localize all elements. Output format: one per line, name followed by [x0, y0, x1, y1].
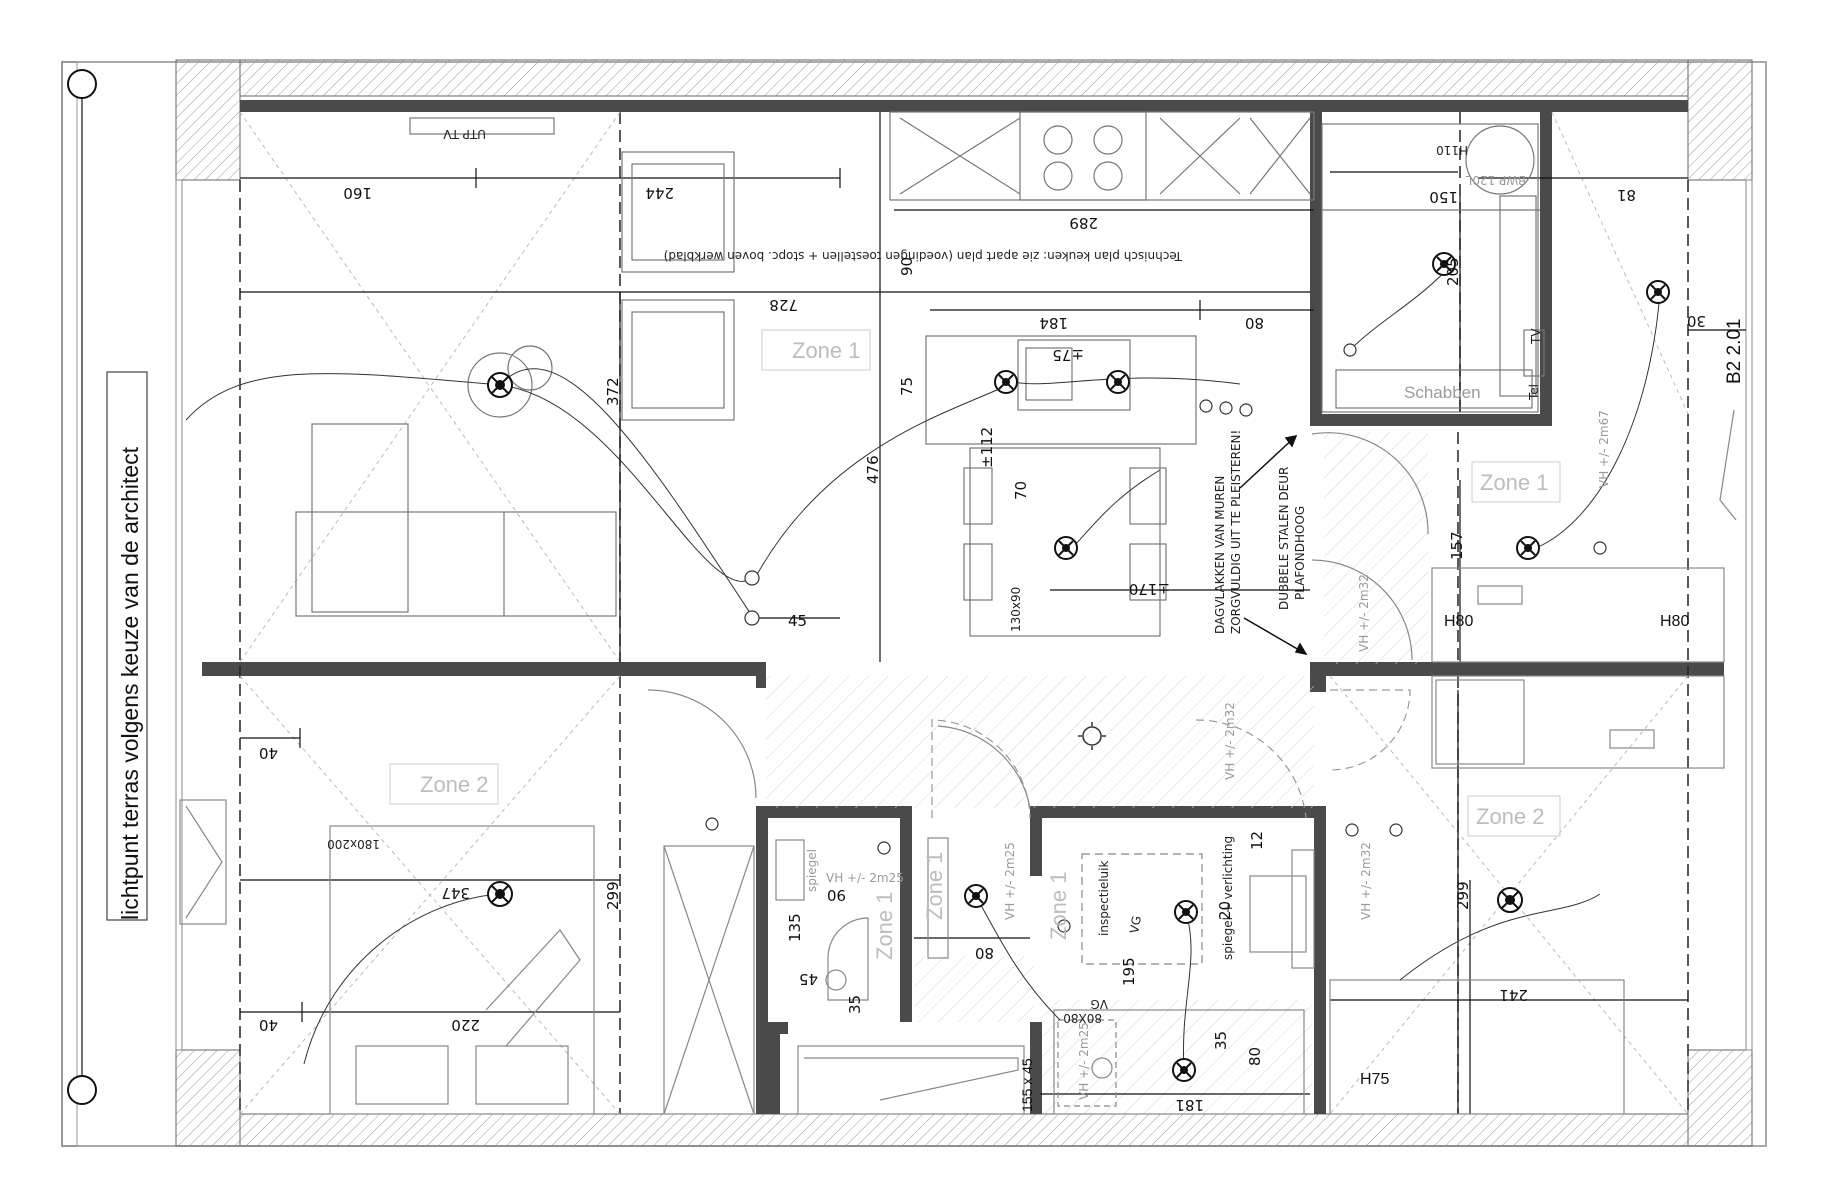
grid-marker-top — [67, 69, 97, 99]
boiler-label: BWP 120L — [1465, 173, 1526, 187]
dim-75: 75 — [898, 377, 916, 396]
dim-90b: 90 — [827, 886, 846, 904]
utp-label: UTP TV — [443, 127, 486, 141]
top-inner-wall — [240, 100, 1688, 112]
middle-wall-right — [1314, 662, 1724, 676]
vg-label-2: VG — [1090, 997, 1108, 1011]
zone-bath-2: Zone 1 — [1046, 872, 1071, 941]
dim-241: 241 — [1499, 986, 1528, 1004]
dim-90: 90 — [898, 257, 916, 276]
bath-wall-top — [1030, 806, 1320, 818]
storage-room — [1321, 123, 1545, 413]
storage-wall-left — [1310, 112, 1322, 426]
dim-372: 372 — [604, 377, 622, 406]
light-switches — [705, 343, 1607, 933]
dim-35a: 35 — [846, 995, 864, 1014]
bathtub-label: 155 x 45 — [1019, 1058, 1035, 1112]
zone-right-top: Zone 1 — [1480, 470, 1549, 495]
dim-150: 150 — [1429, 188, 1458, 206]
zone-living: Zone 1 — [792, 338, 861, 363]
kitchen-note: Technisch plan keuken: zie apart plan (v… — [664, 249, 1183, 263]
top-wall — [239, 59, 1689, 97]
dim-45: 45 — [788, 612, 807, 630]
dim-347: 347 — [441, 884, 470, 902]
tv-label: TV — [1529, 328, 1543, 345]
office-furniture — [1311, 409, 1737, 1115]
bath-wall-right — [1314, 806, 1326, 1114]
plan-code: B2 2.01 — [1724, 319, 1745, 385]
ceiling-light-fixtures — [487, 252, 1670, 1082]
kitchen-unit — [889, 111, 1315, 637]
dim-181: 181 — [1175, 1096, 1204, 1114]
dim-195: 195 — [1120, 957, 1138, 986]
zone-bed-left: Zone 2 — [420, 772, 489, 797]
dim-299a: 299 — [604, 881, 622, 910]
wc-wall-left — [756, 806, 768, 1114]
dim-135: 135 — [786, 913, 804, 942]
dim-75b: ±75 — [1052, 346, 1084, 364]
bedroom-furniture — [179, 689, 757, 1115]
dim-40a: 40 — [259, 744, 278, 762]
dim-70: 70 — [1012, 481, 1030, 500]
living-furniture — [295, 117, 735, 617]
wall-note-line2: ZORGVULDIG UIT TE PLEISTEREN! — [1229, 430, 1243, 634]
dim-12: 12 — [1248, 831, 1266, 850]
electrical-wiring — [185, 263, 1661, 1071]
dim-220: 220 — [451, 1016, 480, 1034]
vh-label-b: VH +/- 2m32 — [1357, 574, 1371, 652]
dim-184: 184 — [1039, 314, 1068, 332]
inspectieluik-label: inspectieluik — [1097, 861, 1111, 936]
vh-label-c: VH +/- 2m32 — [1223, 702, 1237, 780]
zone-wc: Zone 1 — [872, 892, 897, 961]
dim-476: 476 — [864, 455, 882, 484]
terrace-note-box — [106, 371, 148, 921]
dim-728: 728 — [769, 296, 798, 314]
vg-label-1: VG — [1127, 915, 1144, 935]
dim-205: 205 — [1444, 257, 1462, 286]
vh-label-e: VH +/- 2m25 — [826, 871, 904, 885]
schabben-label: Schabben — [1404, 383, 1481, 402]
vh-label-f: VH +/- 2m25 — [1003, 842, 1017, 920]
bed-size-label: 180x200 — [327, 837, 380, 851]
dim-170: ±170 — [1129, 580, 1170, 598]
dim-289: 289 — [1069, 214, 1098, 232]
zone-bath: Zone 1 — [922, 852, 947, 921]
dim-80: 80 — [1245, 314, 1264, 332]
grid-marker-bottom — [67, 1075, 97, 1105]
table-size-label: 130x90 — [1009, 587, 1023, 632]
middle-wall-left — [202, 662, 766, 676]
dim-299b: 299 — [1454, 881, 1472, 910]
hallway-floor — [766, 676, 1314, 808]
h110-label: H110 — [1436, 143, 1468, 157]
dim-80c: 80 — [1246, 1047, 1264, 1066]
dim-40b: 40 — [259, 1016, 278, 1034]
vh-label-a: VH +/- 2m67 — [1597, 410, 1611, 488]
tel-label: Tel — [1527, 384, 1541, 401]
zone-right-bottom: Zone 2 — [1476, 804, 1545, 829]
door-note-line2: PLAFONDHOOG — [1293, 506, 1307, 600]
dim-35b: 35 — [1212, 1031, 1230, 1050]
dim-160: 160 — [343, 184, 372, 202]
vh-label-g: VH +/- 2m25 — [1077, 1022, 1091, 1100]
vh-label-d: VH +/- 2m32 — [1359, 842, 1373, 920]
bottom-wall — [239, 1113, 1689, 1147]
door-note-line1: DUBBELE STALEN DEUR — [1277, 467, 1291, 610]
h80-label-left: H80 — [1444, 613, 1473, 630]
spiegel-verlichting-label: spiegel + verlichting — [1221, 836, 1235, 960]
spiegel-label: spiegel — [805, 849, 819, 892]
shower-label: 80X80 — [1063, 1011, 1102, 1025]
dim-45b: 45 — [799, 970, 818, 988]
h80-label-right: H80 — [1660, 613, 1689, 630]
dim-80b: 80 — [975, 944, 994, 962]
wall-note-line1: DAGVLAKKEN VAN MUREN — [1213, 476, 1227, 634]
terrace-note: lichtpunt terras volgens keuze van de ar… — [117, 446, 143, 920]
dim-157: 157 — [1448, 531, 1466, 560]
dim-244: 244 — [645, 184, 674, 202]
dim-112: ±112 — [978, 427, 996, 468]
dim-20: 20 — [1216, 901, 1234, 920]
h75-label: H75 — [1360, 1071, 1389, 1088]
dim-30: 30 — [1687, 312, 1706, 330]
dim-81: 81 — [1617, 186, 1636, 204]
